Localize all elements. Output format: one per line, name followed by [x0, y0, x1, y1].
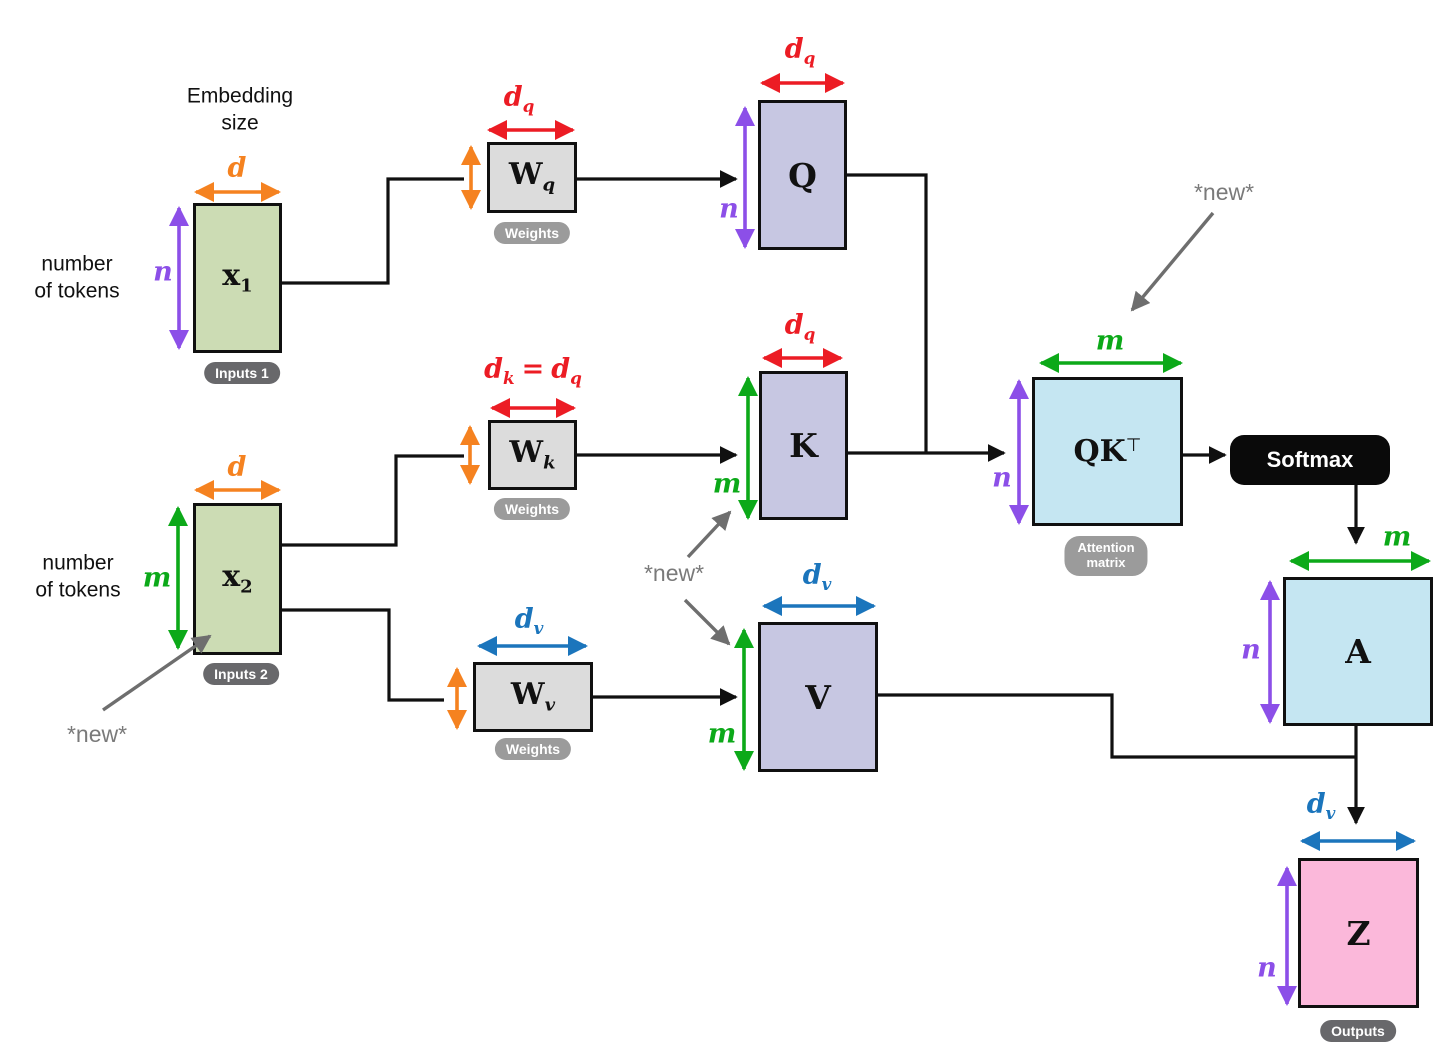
label-embedding-size: Embedding size	[187, 83, 293, 138]
badge-weights-wv: Weights	[494, 738, 572, 761]
matrix-a: A	[1283, 577, 1433, 726]
badge-outputs: Outputs	[1320, 1020, 1396, 1043]
dim-label-m-k: m	[712, 468, 742, 500]
matrix-wk-label: Wk	[509, 434, 556, 474]
dim-label-n-qkt: n	[992, 462, 1012, 494]
label-new-x2: *new*	[66, 721, 128, 748]
matrix-x2-label: x2	[222, 558, 253, 598]
dim-label-m-qkt: m	[1095, 325, 1125, 357]
label-embedding-size-line1: Embedding	[186, 84, 294, 108]
dim-label-dv-wv: dv	[514, 603, 544, 638]
matrix-a-label: A	[1345, 632, 1371, 671]
badge-attention-line1: Attention	[1077, 540, 1135, 555]
new-arrow-to-k	[686, 510, 732, 559]
badge-inputs-1: Inputs 1	[204, 362, 280, 385]
matrix-wv: Wv	[473, 662, 593, 732]
softmax-block: Softmax	[1230, 435, 1390, 485]
dim-label-n-a: n	[1241, 634, 1261, 666]
connector-q-join	[847, 173, 928, 453]
matrix-x1: x1	[193, 203, 282, 353]
matrix-qkt: QK⊤	[1032, 377, 1183, 526]
dim-label-dq-wq: dq	[503, 81, 535, 116]
connector-x2-wk	[282, 454, 464, 547]
matrix-v-label: V	[805, 677, 831, 717]
label-number-of-tokens-top: number of tokens	[34, 251, 119, 306]
dim-label-m-x2: m	[142, 562, 172, 594]
matrix-z: Z	[1298, 858, 1419, 1008]
badge-attention-matrix: Attention matrix	[1064, 536, 1148, 576]
new-arrow-to-qkt	[1130, 211, 1215, 312]
badge-weights-wq: Weights	[493, 222, 571, 245]
matrix-wq-label: Wq	[508, 157, 556, 196]
label-new-km: *new*	[643, 560, 705, 587]
dim-label-n-x1: n	[153, 256, 173, 288]
connector-x1-wq	[282, 177, 464, 285]
label-embedding-size-line2: size	[221, 112, 259, 135]
label-number-of-tokens-bottom: number of tokens	[35, 550, 120, 605]
connector-x2-wv	[282, 608, 444, 702]
badge-attention-line2: matrix	[1086, 554, 1126, 570]
dim-label-dv-z: dv	[1306, 788, 1336, 823]
badge-weights-wk: Weights	[493, 498, 571, 521]
dim-label-m-a: m	[1382, 521, 1412, 553]
dim-label-d-x1: d	[227, 152, 247, 184]
label-new-attn: *new*	[1193, 179, 1255, 206]
dim-label-dq-q: dq	[784, 33, 816, 68]
label-number-of-tokens-bottom-line1: number	[42, 551, 114, 575]
matrix-z-label: Z	[1346, 913, 1371, 953]
label-number-of-tokens-top-line2: of tokens	[34, 280, 120, 303]
connector-v-join	[878, 693, 1356, 759]
matrix-wv-label: Wv	[510, 676, 556, 716]
new-arrow-to-v	[683, 598, 731, 646]
new-arrow-to-x2	[102, 634, 212, 712]
matrix-q: Q	[758, 100, 847, 250]
matrix-x1-label: x1	[222, 257, 253, 297]
matrix-v: V	[758, 622, 878, 772]
dim-label-d-x2: d	[227, 451, 247, 483]
matrix-k-label: K	[789, 426, 818, 465]
softmax-label: Softmax	[1266, 447, 1354, 472]
dim-label-m-v: m	[707, 718, 737, 750]
matrix-wk: Wk	[488, 420, 577, 490]
matrix-x2: x2	[193, 503, 282, 655]
matrix-k: K	[759, 371, 848, 520]
dim-label-n-q: n	[719, 193, 739, 225]
badge-inputs-2: Inputs 2	[203, 663, 279, 686]
matrix-qkt-label: QK⊤	[1073, 433, 1142, 469]
label-number-of-tokens-top-line1: number	[41, 252, 113, 276]
dim-label-n-z: n	[1257, 952, 1277, 984]
matrix-wq: Wq	[487, 142, 577, 213]
dim-label-dk-eq-dq: dk=dq	[484, 353, 582, 388]
dim-label-dv-v: dv	[802, 559, 832, 594]
label-number-of-tokens-bottom-line2: of tokens	[35, 579, 121, 602]
matrix-q-label: Q	[788, 155, 817, 195]
dim-label-dq-k: dq	[784, 309, 816, 344]
